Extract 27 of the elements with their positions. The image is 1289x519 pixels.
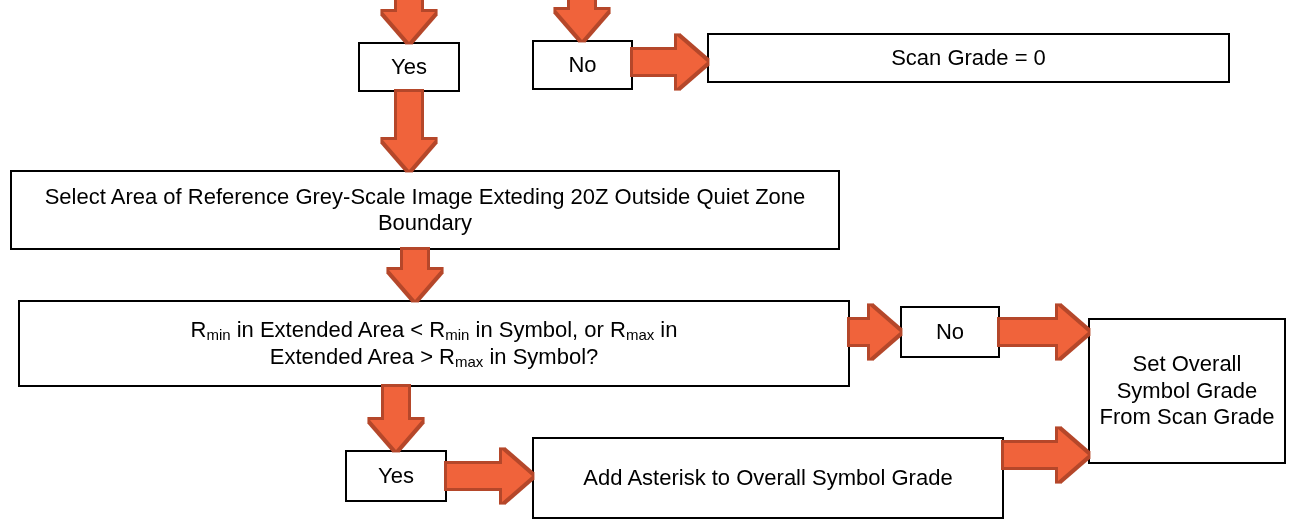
block-arrow (633, 36, 707, 88)
box-text: Yes (378, 462, 414, 490)
process-box (10, 170, 840, 250)
box-text: Yes (391, 53, 427, 81)
process-box (900, 306, 1000, 358)
box-text: R$_{min}$ in Extended Area < R$_{min}$ in Symbol, or R$_{max}$ in Extended Area > R$_{max}$ in Symbol? (189, 316, 679, 371)
process-box (707, 33, 1230, 83)
process-box (345, 450, 447, 502)
block-arrow (447, 450, 532, 502)
box-text: No (935, 318, 965, 346)
process-box (358, 42, 460, 92)
process-box (18, 300, 850, 387)
box-text: Scan Grade = 0 (891, 44, 1046, 72)
process-box (1088, 318, 1286, 464)
box-text: Select Area of Reference Grey-Scale Image Exteding 20Z Outside Quiet Zone Boundary (43, 183, 807, 237)
block-arrow (556, 0, 608, 40)
box-text: Add Asterisk to Overall Symbol Grade (583, 464, 953, 492)
box-text: No (568, 51, 597, 79)
block-arrow (383, 0, 435, 42)
block-arrow (1004, 429, 1088, 481)
block-arrow (850, 306, 900, 358)
block-arrow (383, 92, 435, 170)
block-arrow (389, 250, 441, 300)
block-arrow (370, 387, 422, 450)
box-text: Set Overall Symbol Grade From Scan Grade (1098, 351, 1276, 431)
process-box (532, 437, 1004, 519)
process-box (532, 40, 633, 90)
